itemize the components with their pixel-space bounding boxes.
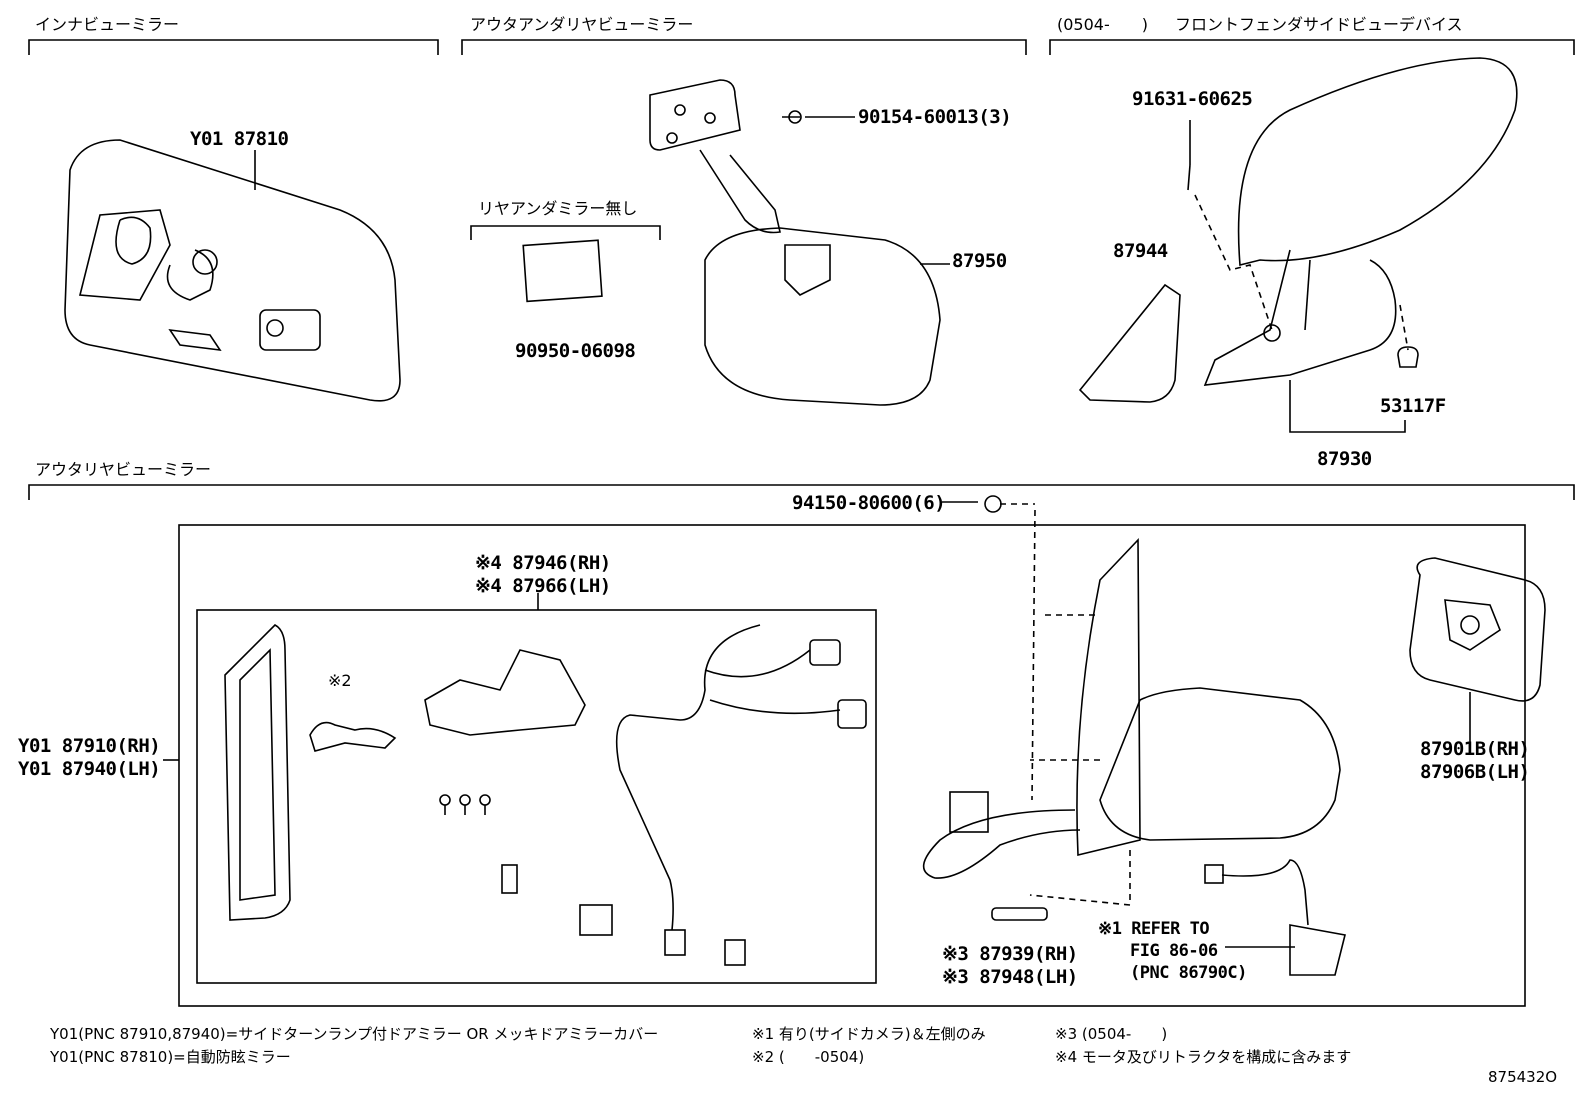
refer-to-label: ※1 REFER TO — [1098, 919, 1210, 939]
figure-code: 875432O — [1488, 1068, 1558, 1086]
part-87810[interactable]: Y01 87810 — [190, 128, 289, 150]
section-outer-under-mirror: アウタアンダリヤビューミラー — [470, 15, 694, 34]
part-87940[interactable]: Y01 87940(LH) — [18, 758, 161, 780]
star2-label: ※2 — [328, 671, 352, 690]
note-y01-doormirror: Y01(PNC 87910,87940)=サイドターンランプ付ドアミラー OR … — [50, 1025, 659, 1043]
part-87910[interactable]: Y01 87910(RH) — [18, 735, 161, 757]
note-star1: ※1 有り(サイドカメラ)＆左側のみ — [752, 1025, 986, 1043]
part-87930[interactable]: 87930 — [1317, 448, 1372, 470]
part-87901b[interactable]: 87901B(RH) — [1420, 738, 1530, 760]
section-fender-mirror: フロントフェンダサイドビューデバイス — [1175, 15, 1463, 34]
part-94150[interactable]: 94150-80600(6) — [792, 492, 946, 514]
refer-pnc-label: (PNC 86790C) — [1130, 963, 1247, 983]
part-87948[interactable]: ※3 87948(LH) — [942, 966, 1078, 988]
section-fender-range: (0504- ) — [1057, 15, 1148, 34]
part-53117f[interactable]: 53117F — [1380, 395, 1446, 417]
note-star3: ※3 (0504- ) — [1055, 1025, 1168, 1043]
part-87944[interactable]: 87944 — [1113, 240, 1168, 262]
note-star4: ※4 モータ及びリトラクタを構成に含みます — [1055, 1048, 1352, 1066]
refer-fig-label[interactable]: FIG 86-06 — [1130, 941, 1218, 961]
part-87939[interactable]: ※3 87939(RH) — [942, 943, 1078, 965]
part-91631[interactable]: 91631-60625 — [1132, 88, 1253, 110]
part-90950[interactable]: 90950-06098 — [515, 340, 636, 362]
section-inner-mirror: インナビューミラー — [35, 15, 180, 34]
section-outer-mirror: アウタリヤビューミラー — [35, 460, 212, 479]
part-87966[interactable]: ※4 87966(LH) — [475, 575, 611, 597]
note-y01-innermirror: Y01(PNC 87810)=自動防眩ミラー — [50, 1048, 291, 1066]
part-87906b[interactable]: 87906B(LH) — [1420, 761, 1530, 783]
part-87946[interactable]: ※4 87946(RH) — [475, 552, 611, 574]
part-87950[interactable]: 87950 — [952, 250, 1007, 272]
note-star2: ※2 ( -0504) — [752, 1048, 865, 1066]
part-90154[interactable]: 90154-60013(3) — [858, 106, 1012, 128]
no-under-mirror-label: リヤアンダミラー無し — [478, 199, 638, 218]
